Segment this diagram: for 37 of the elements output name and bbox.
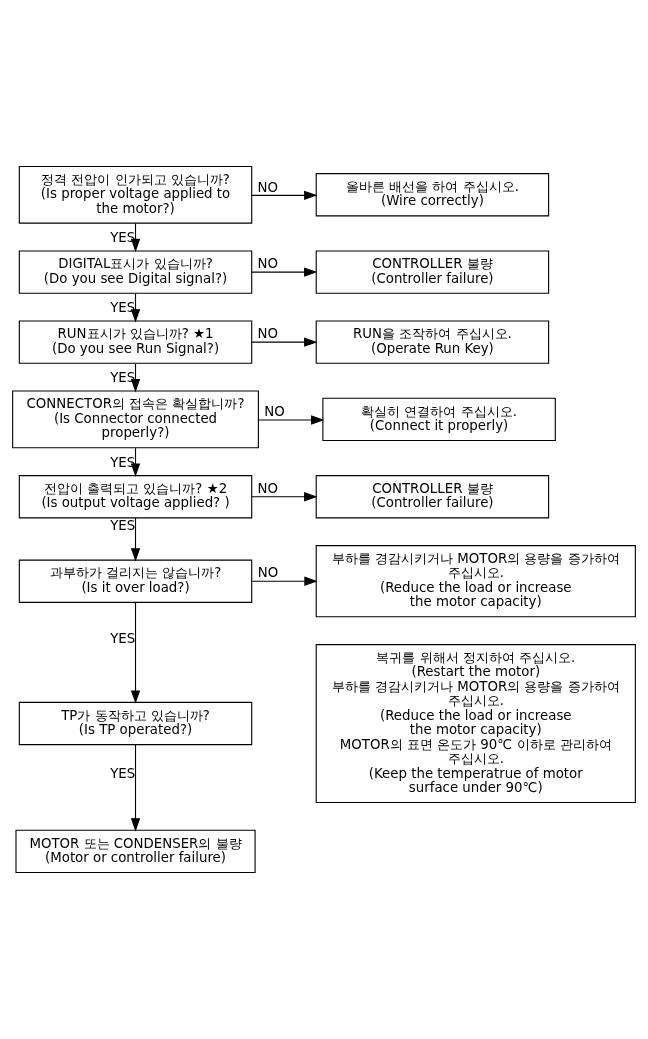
arrow [251, 190, 318, 201]
node-box: TP가 동작하고 있습니까? (Is TP operated?) [18, 701, 253, 746]
node-box: 정격 전압이 인가되고 있습니까? (Is proper voltage applied to the motor?) [18, 165, 253, 224]
node-box: 부하를 경감시키거나 MOTOR의 용량을 증가하여 주십시오. (Reduce the load or increase the motor capacity) [315, 545, 636, 618]
node-box: 전압이 출력되고 있습니까? ★2 (Is output voltage applied? ) [18, 475, 253, 519]
node-box: DIGITAL표시가 있습니까? (Do you see Digital signal?) [18, 250, 253, 294]
edge-label: YES [110, 370, 136, 386]
edge-label: YES [110, 230, 136, 246]
node-box: RUN표시가 있습니까? ★1 (Do you see Run Signal?) [18, 320, 253, 364]
arrow [130, 601, 141, 704]
edge-label: NO [257, 179, 278, 195]
edge-label: YES [110, 300, 136, 316]
node-box: RUN을 조작하여 주십시오. (Operate Run Key) [315, 320, 550, 364]
arrow [251, 576, 318, 586]
arrow [258, 415, 325, 425]
node-box: MOTOR 또는 CONDENSER의 불량 (Motor or controller failure) [15, 829, 256, 874]
edge-label: NO [257, 565, 279, 581]
edge-label: YES [110, 454, 136, 470]
node-box: CONNECTOR의 접속은 확실합니까? (Is Connector connected properly?) [12, 390, 259, 449]
edge-label: NO [264, 404, 285, 420]
edge-label: NO [257, 326, 278, 342]
edge-label: YES [110, 517, 136, 533]
arrow [130, 517, 141, 562]
arrow [130, 744, 141, 832]
edge-label: NO [257, 256, 278, 272]
edge-label: NO [257, 480, 278, 496]
arrow [251, 492, 318, 502]
node-box: 복귀를 위해서 정지하여 주십시오. (Restart the motor) 부하를 경감시키거나 MOTOR의 용량을 증가하여 주십시오. (Reduce the load or increase the motor capacity) MOTOR의 표면 온도가 90℃ 이하로 관리하여 주십시오. (Keep the temperatrue of motor surface under 90℃) [315, 644, 636, 804]
node-box: 확실히 연결하여 주십시오. (Connect it properly) [322, 397, 556, 442]
node-box: CONTROLLER 불량 (Controller failure) [315, 250, 550, 294]
node-box: 과부하가 걸리지는 않습니까? (Is it over load?) [18, 559, 253, 603]
node-box: CONTROLLER 불량 (Controller failure) [315, 475, 550, 519]
edge-label: YES [110, 766, 136, 782]
arrow [251, 337, 318, 347]
node-box: 올바른 배선을 하여 주십시오. (Wire correctly) [315, 173, 550, 217]
arrow [251, 267, 318, 277]
edge-label: YES [110, 630, 136, 646]
